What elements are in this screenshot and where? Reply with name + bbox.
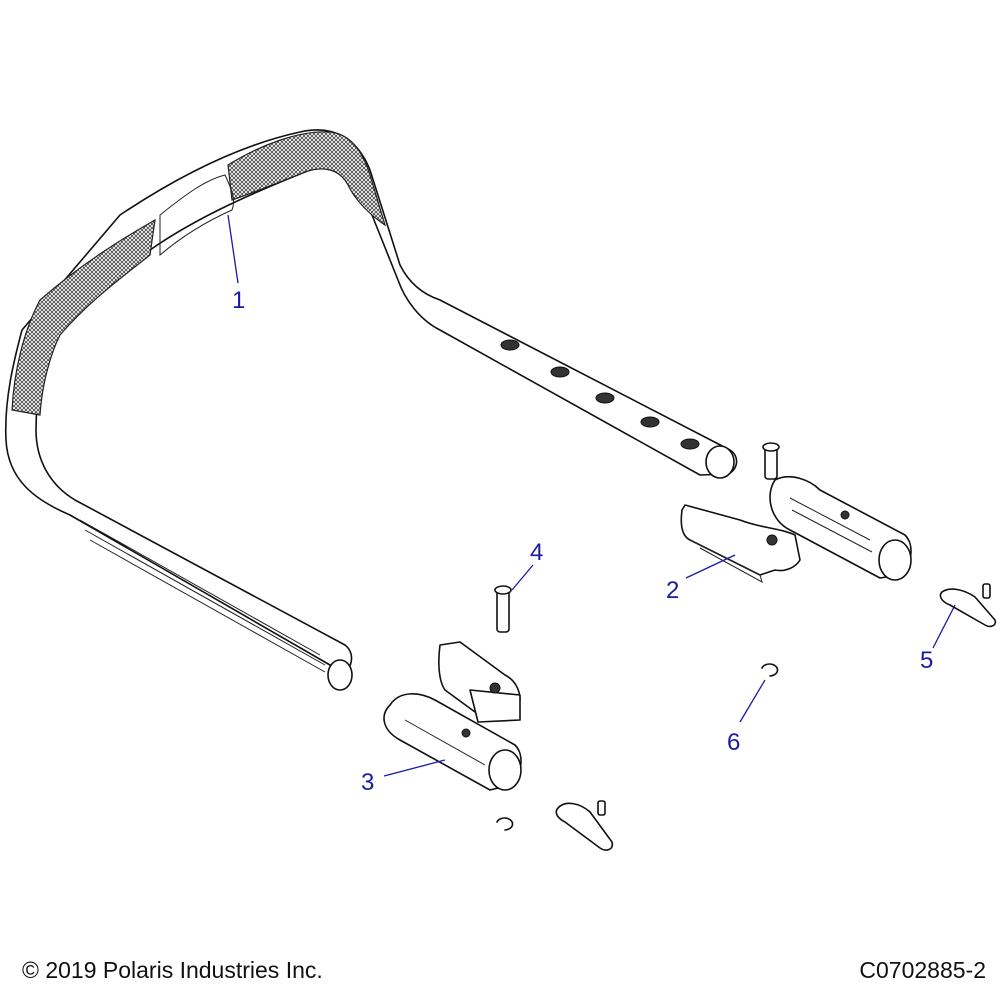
callout-5: 5: [920, 647, 933, 674]
grab-bar-holes: [500, 339, 700, 450]
leader-line-1: [227, 214, 239, 284]
sleeve-upper-part: [769, 475, 912, 581]
grab-bar-right-end: [705, 445, 735, 479]
e-clip-part: [761, 663, 779, 677]
leader-line-2: [685, 554, 736, 579]
grab-bar-left-end: [327, 659, 353, 691]
leader-line-4: [511, 564, 534, 591]
sleeve-lower-part: [383, 693, 522, 791]
pin-upper-part: [762, 442, 780, 480]
latch-clip-right-part: [939, 583, 997, 628]
grab-bar-grip-left: [11, 218, 156, 416]
e-clip-lower-part: [496, 817, 514, 831]
leader-line-6: [739, 679, 766, 723]
drawing-number: C0702885-2: [859, 957, 986, 983]
clamp-lower-part: [438, 641, 521, 723]
latch-clip-lower-part: [555, 800, 614, 851]
grab-bar-pad: [159, 174, 235, 257]
grab-bar-part: [4, 129, 738, 691]
callout-6: 6: [727, 729, 740, 756]
leader-line-3: [383, 759, 446, 777]
callout-4: 4: [530, 539, 543, 566]
callout-2: 2: [666, 577, 679, 604]
copyright-text: © 2019 Polaris Industries Inc.: [22, 957, 323, 983]
callout-3: 3: [361, 769, 374, 796]
pin-part: [494, 585, 512, 633]
clamp-bracket-part: [680, 504, 801, 584]
callout-1: 1: [232, 287, 245, 314]
leader-line-5: [932, 604, 956, 649]
grab-bar-left-ribs: [79, 519, 326, 673]
grab-bar-grip-upper: [227, 131, 387, 227]
